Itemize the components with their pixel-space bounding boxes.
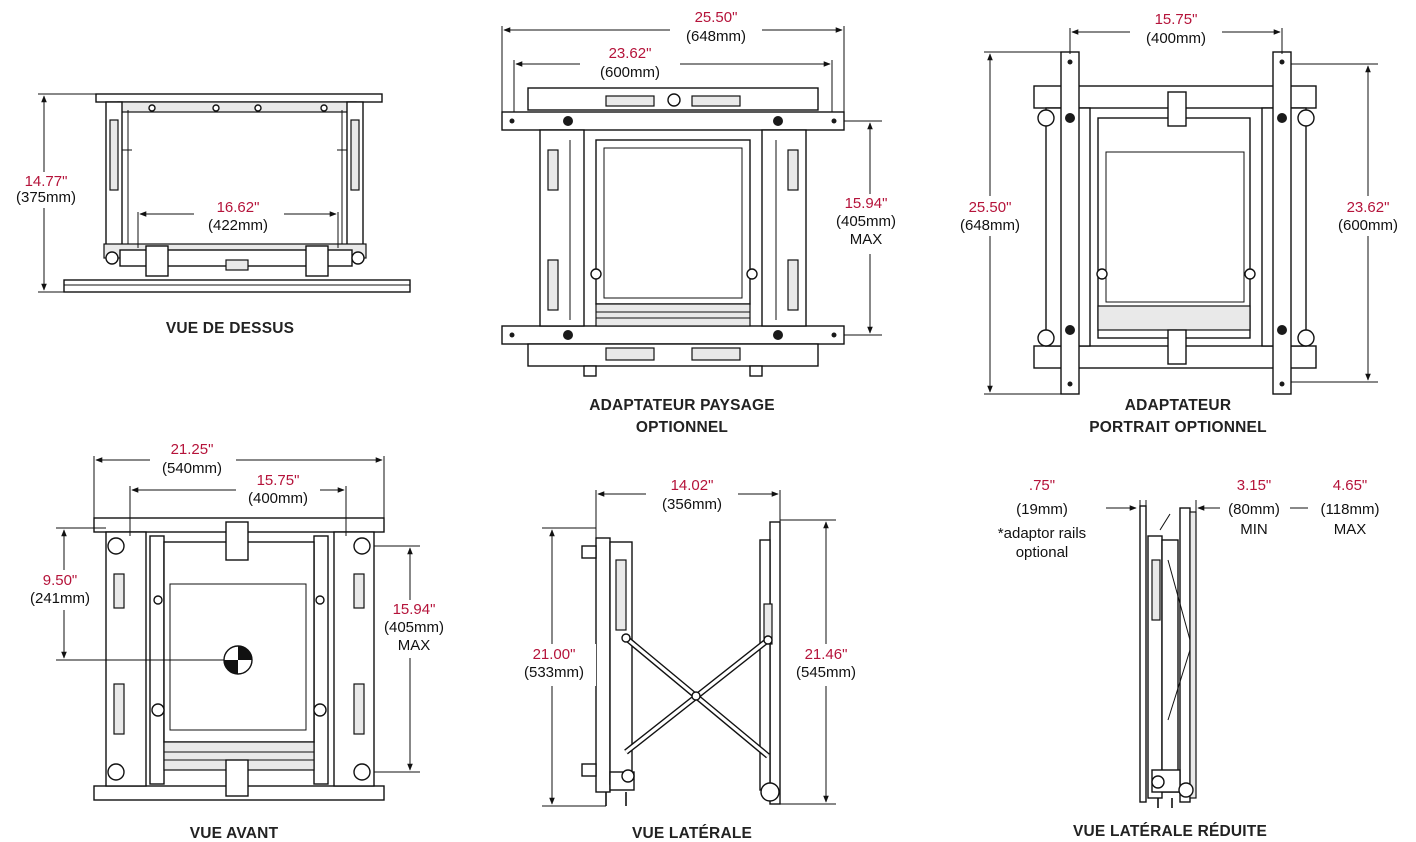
portrait-adapter-view: 15.75" (400mm) 25.50" (648mm) 23.62" (60… xyxy=(948,8,1410,436)
side-view: 14.02" (356mm) 21.00" (533mm) 21.46" (54… xyxy=(510,474,870,842)
reduced-min-in: 3.15" xyxy=(1237,477,1272,494)
portrait-left-mm: (648mm) xyxy=(960,217,1020,234)
front-outer-mm: (540mm) xyxy=(162,460,222,477)
landscape-rail-bolts xyxy=(509,116,837,340)
portrait-left-in: 25.50" xyxy=(969,199,1012,216)
side-right-mm: (545mm) xyxy=(796,664,856,681)
front-inner-in: 15.75" xyxy=(257,472,300,489)
top-view-inner-dimension: 16.62" (422mm) xyxy=(137,198,339,248)
landscape-inner-dimension: 23.62" (600mm) xyxy=(513,44,833,112)
side-left-mm: (533mm) xyxy=(524,664,584,681)
portrait-right-dimension: 23.62" (600mm) xyxy=(1291,63,1410,383)
front-view-drawing xyxy=(93,517,385,801)
reduced-side-depth-dimensions: 3.15" (80mm) MIN 4.65" (118mm) MAX xyxy=(1195,477,1380,538)
reduced-max-note: MAX xyxy=(1334,521,1367,538)
landscape-height-note: MAX xyxy=(850,231,883,248)
top-view-drawing xyxy=(63,93,411,293)
reduced-rail-note-2: optional xyxy=(1016,544,1069,561)
landscape-caption-line1: ADAPTATEUR PAYSAGE xyxy=(589,397,775,414)
front-cog-dimension: 9.50" (241mm) xyxy=(22,527,224,661)
front-view: 21.25" (540mm) 15.75" (400mm) 9.50" (241… xyxy=(22,438,448,842)
landscape-adapter-view: 25.50" (648mm) 23.62" (600mm) 15.94" (40… xyxy=(501,6,902,436)
front-inner-mm: (400mm) xyxy=(248,490,308,507)
landscape-inner-mm: (600mm) xyxy=(600,64,660,81)
landscape-outer-dimension: 25.50" (648mm) xyxy=(501,6,845,112)
side-depth-mm: (356mm) xyxy=(662,496,722,513)
reduced-max-in: 4.65" xyxy=(1333,477,1368,494)
top-height-mm: (375mm) xyxy=(16,189,76,206)
portrait-caption-line2: PORTRAIT OPTIONNEL xyxy=(1089,419,1267,436)
top-inner-in: 16.62" xyxy=(217,199,260,216)
front-height-in: 15.94" xyxy=(393,601,436,618)
landscape-caption-line2: OPTIONNEL xyxy=(636,419,728,436)
side-depth-in: 14.02" xyxy=(671,477,714,494)
reduced-min-note: MIN xyxy=(1240,521,1268,538)
side-left-dimension: 21.00" (533mm) xyxy=(510,527,606,807)
top-view-caption: VUE DE DESSUS xyxy=(166,320,294,337)
side-right-in: 21.46" xyxy=(805,646,848,663)
landscape-height-in: 15.94" xyxy=(845,195,888,212)
portrait-left-dimension: 25.50" (648mm) xyxy=(948,51,1061,395)
top-view-height-dimension: 14.77" (375mm) xyxy=(4,93,96,293)
reduced-rail-in: .75" xyxy=(1029,477,1055,494)
portrait-width-mm: (400mm) xyxy=(1146,30,1206,47)
reduced-side-view: .75" (19mm) *adaptor rails optional 3.15… xyxy=(998,477,1380,840)
portrait-right-in: 23.62" xyxy=(1347,199,1390,216)
front-cog-mm: (241mm) xyxy=(30,590,90,607)
portrait-rail-bolts xyxy=(1065,59,1287,387)
front-outer-dimension: 21.25" (540mm) xyxy=(93,438,385,518)
reduced-side-rail-dimension: .75" (19mm) *adaptor rails optional xyxy=(998,477,1147,561)
reduced-min-mm: (80mm) xyxy=(1228,501,1280,518)
portrait-width-in: 15.75" xyxy=(1155,11,1198,28)
reduced-max-mm: (118mm) xyxy=(1321,501,1380,518)
reduced-side-caption: VUE LATÉRALE RÉDUITE xyxy=(1073,823,1267,840)
landscape-drawing xyxy=(501,87,845,377)
front-view-caption: VUE AVANT xyxy=(190,825,279,842)
portrait-caption-line1: ADAPTATEUR xyxy=(1125,397,1231,414)
top-inner-mm: (422mm) xyxy=(208,217,268,234)
landscape-height-mm: (405mm) xyxy=(836,213,896,230)
side-depth-dimension: 14.02" (356mm) xyxy=(595,474,781,538)
side-right-dimension: 21.46" (545mm) xyxy=(780,519,870,805)
landscape-outer-in: 25.50" xyxy=(695,9,738,26)
top-height-in: 14.77" xyxy=(25,173,68,190)
reduced-rail-mm: (19mm) xyxy=(1016,501,1068,518)
side-left-in: 21.00" xyxy=(533,646,576,663)
front-cog-in: 9.50" xyxy=(43,572,78,589)
front-outer-in: 21.25" xyxy=(171,441,214,458)
landscape-inner-in: 23.62" xyxy=(609,45,652,62)
landscape-outer-mm: (648mm) xyxy=(686,28,746,45)
front-height-mm: (405mm) xyxy=(384,619,444,636)
reduced-side-drawing xyxy=(1139,505,1197,808)
reduced-rail-note-1: *adaptor rails xyxy=(998,525,1086,542)
front-height-dimension: 15.94" (405mm) MAX xyxy=(374,545,448,773)
center-of-gravity-icon xyxy=(223,645,253,675)
landscape-height-dimension: 15.94" (405mm) MAX xyxy=(830,120,902,336)
portrait-width-dimension: 15.75" (400mm) xyxy=(1069,8,1283,54)
side-view-caption: VUE LATÉRALE xyxy=(632,825,752,842)
top-view: 14.77" (375mm) 16.62" (422mm) VUE DE DES… xyxy=(4,93,411,337)
portrait-right-mm: (600mm) xyxy=(1338,217,1398,234)
portrait-drawing xyxy=(1033,51,1317,395)
side-view-drawing xyxy=(581,521,781,806)
front-height-note: MAX xyxy=(398,637,431,654)
front-inner-dimension: 15.75" (400mm) xyxy=(129,470,347,536)
